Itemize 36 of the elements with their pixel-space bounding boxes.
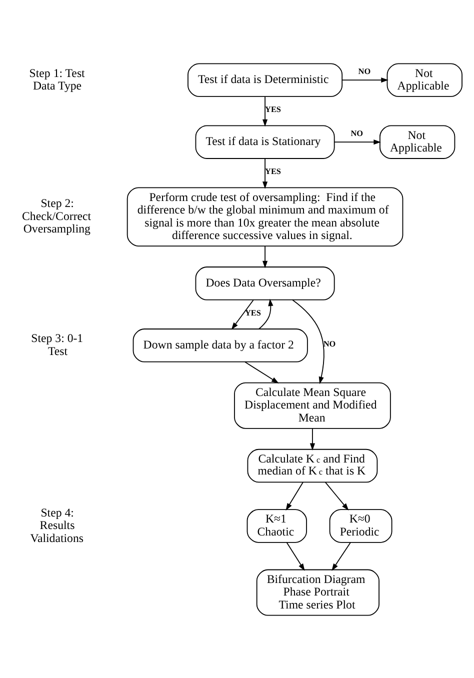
node-box: Perform crude test of oversampling: Find if the difference b/w the global minimum and maximum of signal is more than 10x greater the mean absolute difference successive values in signal.	[126, 186, 404, 246]
label: Step 1: Test Data Type	[29, 65, 85, 92]
node-box: Bifurcation Diagram Phase Portrait Time series Plot	[256, 568, 380, 616]
node-box: Does Data Oversample?	[195, 266, 335, 300]
label: Step 3: 0-1 Test	[31, 330, 84, 358]
edge-label: NO	[350, 128, 364, 138]
node-box: Not Applicable	[379, 124, 456, 158]
node-box: Test if data is Stationary	[195, 124, 335, 158]
arrow	[262, 245, 268, 268]
node-box: Calculate Mean Square Displacement and Modified Mean	[234, 382, 391, 428]
arrow	[244, 361, 279, 383]
arrow	[262, 96, 268, 126]
arrow	[310, 428, 316, 450]
node-box: Down sample data by a factor 2	[132, 328, 308, 362]
arrow	[286, 481, 304, 510]
edge-label: NO	[358, 66, 371, 76]
arrow	[334, 139, 381, 144]
edge-label: YES	[244, 308, 261, 318]
label: Step 4: Results Validations	[30, 504, 84, 544]
arrow	[231, 299, 254, 330]
arrow	[332, 542, 351, 570]
arrow	[286, 542, 305, 570]
node-box: K≈1 Chaotic	[246, 508, 307, 542]
label: Step 2: Check/Correct Oversampling	[22, 196, 92, 236]
arrow	[324, 481, 349, 510]
arrow	[292, 299, 324, 384]
edge-label: YES	[265, 166, 281, 176]
edge-label: NO	[323, 339, 336, 348]
edge-label: YES	[265, 104, 281, 114]
arrow	[342, 77, 388, 82]
node-box: K≈0 Periodic	[329, 508, 392, 542]
node-box: Not Applicable	[386, 62, 462, 96]
node-box: Calculate Kc and Find median of Kc that is K	[247, 448, 378, 482]
node-box: Test if data is Deterministic	[188, 62, 343, 96]
arrow	[258, 298, 274, 329]
arrow	[262, 158, 268, 188]
